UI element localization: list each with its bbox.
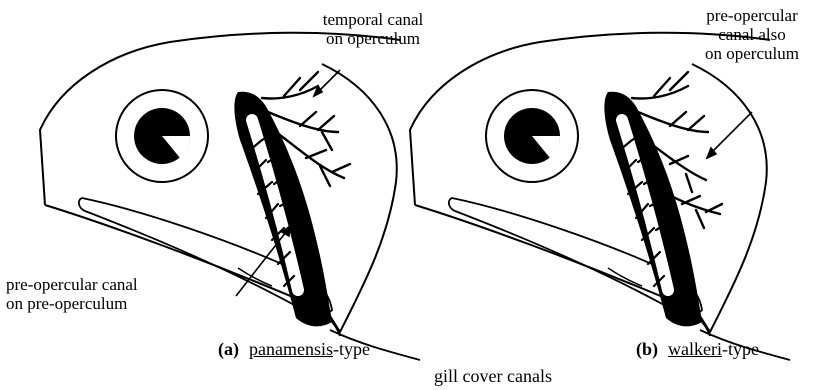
figure-caption: gill cover canals: [434, 366, 552, 386]
label-preopercular-canal-a: pre-opercular canal on pre-operculum: [6, 275, 138, 313]
leader-preopercular-b: [712, 112, 752, 152]
caption-a: (a) panamensis-type: [218, 339, 370, 359]
caption-b: (b) walkeri-type: [636, 339, 759, 359]
label-temporal-canal: temporal canal on operculum: [298, 10, 448, 48]
caption-a-suffix: -type: [333, 339, 370, 359]
caption-b-letter: (b): [636, 339, 658, 359]
label-preopercular-canal-b: pre-opercular canal also on operculum: [686, 6, 818, 63]
caption-a-letter: (a): [218, 339, 239, 359]
leader-temporal-a: [318, 70, 340, 92]
caption-b-suffix: -type: [722, 339, 759, 359]
caption-b-name: walkeri: [668, 339, 722, 359]
caption-a-name: panamensis: [249, 339, 333, 359]
fish-head-b: [410, 33, 790, 360]
